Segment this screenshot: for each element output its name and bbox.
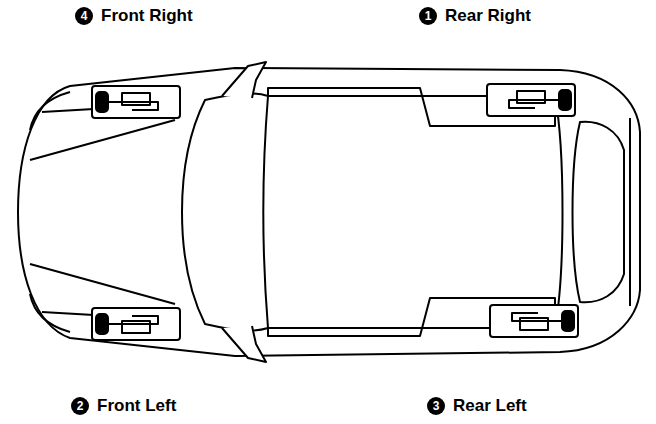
callout-number: 3 (427, 397, 445, 415)
rear-edge (629, 118, 631, 306)
position-label: Front Right (101, 6, 193, 26)
hood-line (30, 104, 180, 320)
position-label: Rear Right (445, 6, 531, 26)
jack-point-rear-right (487, 84, 575, 116)
roof (268, 96, 563, 328)
car-body (18, 68, 640, 356)
callout-number: 4 (75, 7, 93, 25)
jack-point-rear-left (490, 305, 578, 337)
windshield (182, 93, 268, 330)
callout-number: 2 (71, 397, 89, 415)
jack-point-front-left (92, 308, 180, 340)
callout-number: 1 (419, 7, 437, 25)
position-label: Rear Left (453, 396, 527, 416)
side-window (268, 88, 555, 336)
mirror (222, 62, 266, 362)
position-label: Front Left (97, 396, 176, 416)
jack-point-front-right (92, 86, 180, 118)
rear-window (573, 122, 625, 303)
headlight (30, 92, 70, 332)
